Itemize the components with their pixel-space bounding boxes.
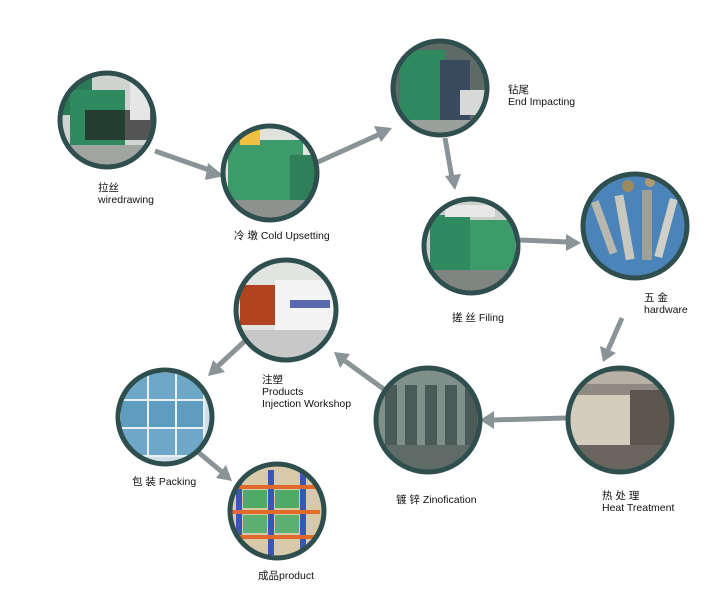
- label-wiredrawing: 拉丝 wiredrawing: [98, 182, 154, 206]
- label-zinofication: 镀 锌 Zinofication: [396, 494, 477, 506]
- label-filing-zh: 搓 丝: [452, 312, 476, 324]
- label-zinc-zh: 镀 锌: [396, 494, 420, 506]
- step-heat-treatment-photo: [565, 365, 675, 475]
- arrow-cold-to-end: [316, 126, 392, 165]
- label-wiredrawing-zh: 拉丝: [98, 182, 119, 194]
- label-heat-treatment: 热 处 理 Heat Treatment: [602, 490, 674, 514]
- label-product: 成品product: [258, 570, 314, 582]
- label-injection-zh: 注塑: [262, 374, 283, 386]
- step-filing-photo: [421, 196, 521, 296]
- arrow-hardware-to-heat: [600, 316, 625, 362]
- label-end-zh: 钻尾: [508, 84, 529, 96]
- label-injection-en1: Products: [262, 386, 304, 398]
- arrow-heat-to-zinc: [480, 411, 567, 429]
- arrow-packing-to-product: [196, 450, 232, 481]
- label-packing-zh: 包 装: [132, 476, 156, 488]
- step-hardware-photo: [580, 171, 690, 281]
- label-hardware: 五 金 hardware: [644, 292, 688, 316]
- label-hardware-zh: 五 金: [644, 292, 668, 304]
- label-cold-upsetting: 冷 墩 Cold Upsetting: [234, 230, 330, 242]
- step-packing-photo: [115, 367, 215, 467]
- label-filing-en: Filing: [478, 312, 504, 324]
- label-injection: 注塑 Products Injection Workshop: [262, 374, 351, 410]
- label-cold-zh: 冷 墩: [234, 230, 258, 242]
- arrow-zinc-to-injection: [334, 352, 387, 393]
- label-injection-en2: Injection Workshop: [262, 398, 352, 410]
- step-wiredrawing-photo: [57, 70, 157, 170]
- label-filing: 搓 丝 Filing: [452, 312, 504, 324]
- label-heat-zh: 热 处 理: [602, 490, 640, 502]
- label-cold-en: Cold Upsetting: [260, 230, 330, 242]
- label-packing: 包 装 Packing: [132, 476, 196, 488]
- label-product-zh: 成品: [258, 570, 279, 582]
- arrow-end-to-filing: [442, 137, 461, 190]
- arrow-injection-to-packing: [208, 338, 248, 376]
- arrow-filing-to-hardware: [519, 234, 581, 251]
- label-wiredrawing-en: wiredrawing: [98, 194, 155, 206]
- step-zinofication-photo: [373, 365, 483, 475]
- label-zinc-en: Zinofication: [422, 494, 477, 506]
- arrow-wiredrawing-to-cold: [154, 148, 224, 180]
- step-cold-upsetting-photo: [220, 123, 320, 223]
- step-end-impacting-photo: [390, 38, 490, 138]
- label-heat-en: Heat Treatment: [602, 502, 675, 514]
- label-end-en: End Impacting: [508, 96, 576, 108]
- step-product-photo: [227, 461, 327, 561]
- step-injection-workshop-photo: [233, 257, 339, 363]
- label-hardware-en: hardware: [644, 304, 688, 316]
- label-end-impacting: 钻尾 End Impacting: [508, 84, 575, 108]
- label-packing-en: Packing: [158, 476, 197, 488]
- label-product-en: product: [279, 570, 315, 582]
